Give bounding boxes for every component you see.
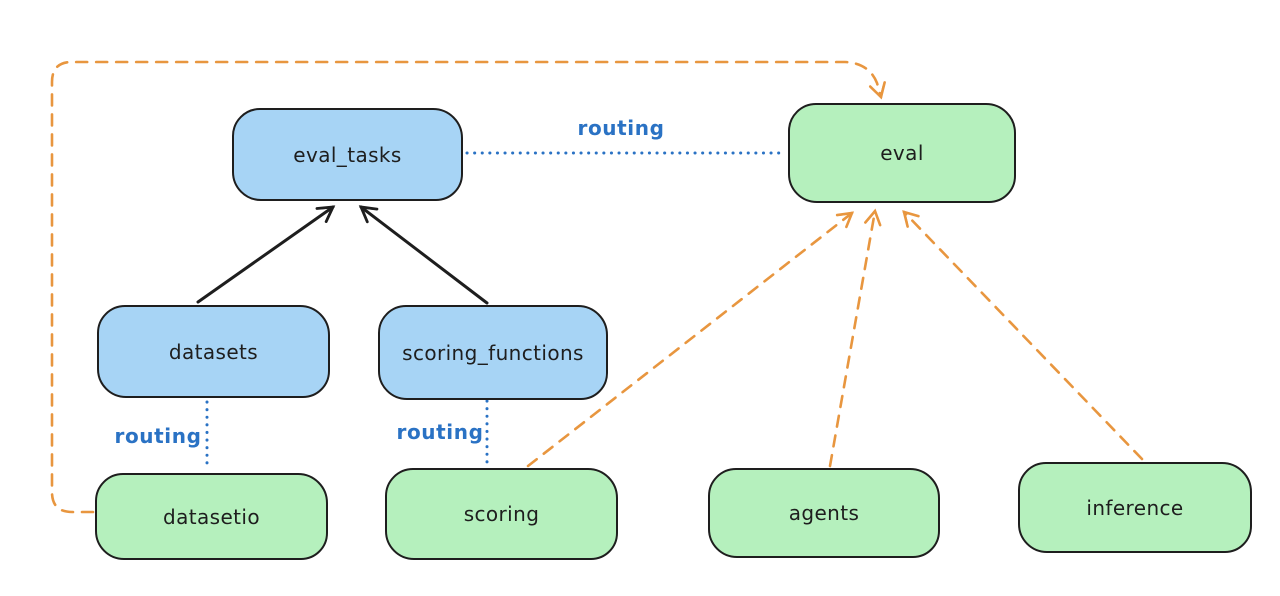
node-label: scoring — [463, 502, 540, 526]
edge-datasets-to-eval-tasks — [196, 205, 336, 304]
node-eval-tasks: eval_tasks — [232, 108, 463, 201]
edge-datasetio-to-eval-loop — [50, 60, 886, 514]
node-label: inference — [1086, 495, 1184, 520]
node-scoring-functions: scoring_functions — [378, 305, 608, 400]
edge-label-routing-eval-tasks-eval: routing — [577, 116, 665, 140]
edge-scoring-functions-to-eval-tasks — [358, 205, 489, 305]
node-datasetio: datasetio — [95, 473, 328, 560]
node-label: eval_tasks — [293, 142, 402, 167]
node-agents: agents — [708, 468, 940, 558]
edge-inference-to-eval — [902, 210, 1144, 461]
edge-label-routing-datasets-datasetio: routing — [114, 424, 202, 448]
node-label: datasetio — [162, 504, 260, 529]
node-datasets: datasets — [97, 305, 330, 398]
edge-agents-to-eval — [828, 208, 882, 468]
node-scoring: scoring — [385, 468, 618, 560]
node-inference: inference — [1018, 462, 1252, 553]
edge-scoring-to-eval — [526, 211, 855, 468]
node-label: agents — [788, 501, 860, 525]
node-label: eval — [880, 141, 924, 165]
node-label: datasets — [168, 339, 259, 364]
node-label: scoring_functions — [402, 340, 584, 365]
node-eval: eval — [788, 103, 1016, 203]
edge-label-routing-scoring-functions-scoring: routing — [396, 420, 484, 444]
